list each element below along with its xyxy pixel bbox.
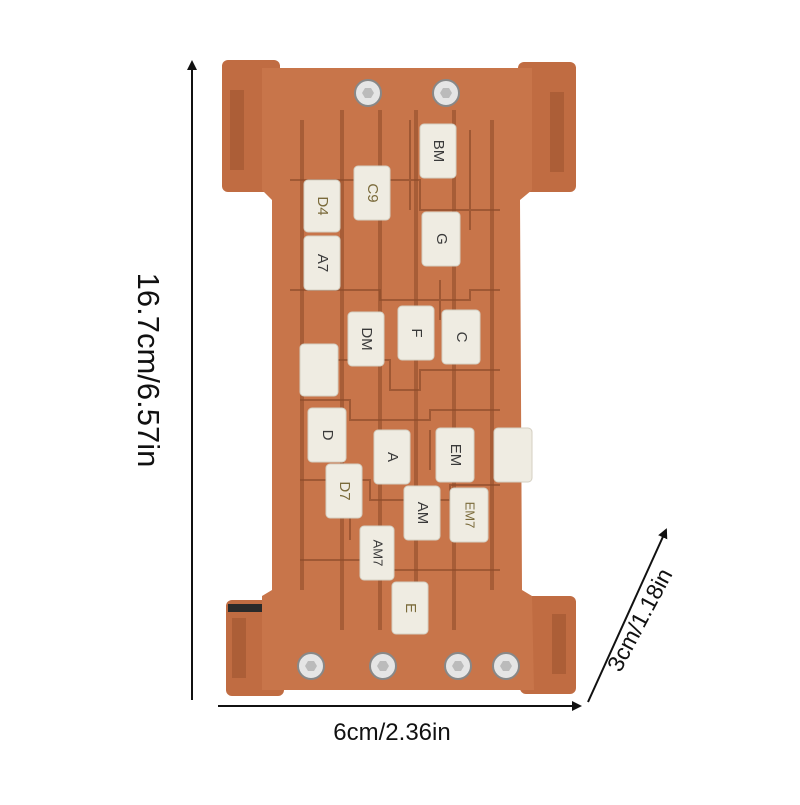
chord-key-label: A7 <box>314 254 331 272</box>
chord-key[interactable] <box>299 343 339 397</box>
chord-key[interactable]: AM7 <box>359 525 395 581</box>
height-dimension-label: 16.7cm/6.57in <box>131 272 166 468</box>
chord-key[interactable]: F <box>397 305 435 361</box>
chord-key[interactable]: C <box>441 309 481 365</box>
chord-key-label: C9 <box>364 183 381 202</box>
chord-key[interactable]: D7 <box>325 463 363 519</box>
chord-key-label: E <box>402 603 419 613</box>
chord-key-label: G <box>433 233 450 245</box>
chord-key[interactable] <box>493 427 533 483</box>
chord-key-label: C <box>453 332 470 343</box>
chord-key-label: EM <box>447 444 464 467</box>
chord-key-label: AM <box>414 502 431 525</box>
chord-key-label: DM <box>358 327 375 350</box>
chord-key-label: A <box>384 452 401 462</box>
chord-key[interactable]: EM7 <box>449 487 489 543</box>
chord-key[interactable]: E <box>391 581 429 635</box>
chord-key[interactable]: A7 <box>303 235 341 291</box>
chord-keys: BM C9 D4 G A7 DM F C D A EM D7 AM EM7 AM… <box>299 123 533 635</box>
chord-key-label: AM7 <box>371 540 386 567</box>
chord-key[interactable]: C9 <box>353 165 391 221</box>
chord-key-label: D <box>319 430 336 441</box>
screw-icon <box>492 652 520 680</box>
chord-key-label: BM <box>430 140 447 163</box>
chord-key-label: D7 <box>336 481 353 500</box>
screw-icon <box>297 652 325 680</box>
chord-key[interactable]: D <box>307 407 347 463</box>
screw-icon <box>354 79 382 107</box>
chord-key[interactable]: A <box>373 429 411 485</box>
chord-key-label: EM7 <box>463 502 478 529</box>
screw-icon <box>369 652 397 680</box>
screws <box>297 79 520 680</box>
chord-key[interactable]: AM <box>403 485 441 541</box>
width-dimension-label: 6cm/2.36in <box>333 719 451 746</box>
depth-arrow <box>587 528 668 703</box>
chord-key[interactable]: EM <box>435 427 475 483</box>
chord-key-label: F <box>408 328 425 337</box>
screw-icon <box>432 79 460 107</box>
chord-key[interactable]: G <box>421 211 461 267</box>
chord-key[interactable]: D4 <box>303 179 341 233</box>
chord-key[interactable]: BM <box>419 123 457 179</box>
chord-key-label: D4 <box>314 196 331 215</box>
screw-icon <box>444 652 472 680</box>
chord-key[interactable]: DM <box>347 311 385 367</box>
